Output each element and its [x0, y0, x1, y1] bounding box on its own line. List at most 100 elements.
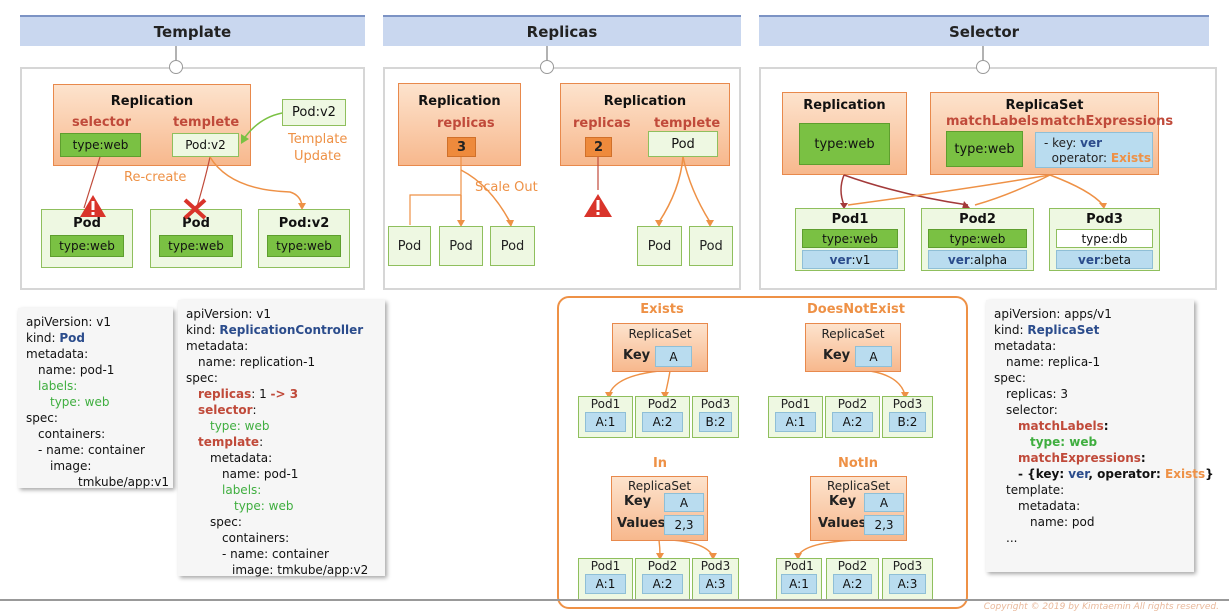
yaml-rc-line: kind: ReplicationController [186, 322, 377, 338]
template-pod-3-title: Pod:v2 [278, 216, 330, 231]
template-templete-label: templete [173, 115, 240, 130]
yaml-rs-line: template: [1006, 483, 1065, 497]
notin-pod-3-name: Pod3 [892, 559, 923, 573]
yaml-rs-line: apiVersion: apps/v1 [994, 307, 1112, 321]
notin-pod-2-value: A:2 [833, 574, 872, 594]
replicas-rc2-replicas-label: replicas [573, 116, 631, 131]
selector-matchexpressions-label: matchExpressions [1040, 114, 1174, 129]
notin-pod-3: Pod3 A:3 [882, 558, 933, 600]
header-selector: Selector [759, 15, 1209, 46]
selector-pod-3-title: Pod3 [1086, 212, 1123, 227]
yaml-rs-matchlabels: matchLabels [1018, 419, 1104, 433]
yaml-rc-note: apiVersion: v1 kind: ReplicationControll… [178, 300, 385, 577]
yaml-kind-key: kind: [186, 323, 220, 337]
yaml-rc-line: type: web [234, 499, 294, 513]
yaml-rc-replicas-val: : 1 [251, 387, 271, 401]
notin-rs-title: ReplicaSet [826, 479, 891, 493]
template-pod-2: Pod type:web [150, 209, 242, 268]
yaml-rc-line: type: web [210, 419, 270, 433]
in-rs-title: ReplicaSet [627, 479, 692, 493]
yaml-pod-line: containers: [38, 427, 106, 441]
template-recreate-label: Re-create [124, 170, 187, 185]
header-template-label: Template [153, 22, 232, 41]
yaml-rc-line: metadata: [210, 451, 273, 465]
template-pod-1-title: Pod [73, 216, 101, 231]
yaml-rc-replicas-new: -> 3 [270, 387, 299, 401]
yaml-rc-line: name: pod-1 [222, 467, 299, 481]
yaml-rc-template-key: template [198, 435, 260, 449]
selector-pod-1-ver-key: ver [829, 252, 852, 267]
in-key-label: Key [624, 494, 652, 509]
selector-replication-box: Replication type:web [782, 92, 907, 175]
yaml-pod-line: spec: [26, 411, 58, 425]
selector-pod-1-label: type:web [802, 229, 898, 248]
doesnotexist-pod-3-value: B:2 [889, 412, 926, 432]
in-pod-1-name: Pod1 [590, 559, 621, 573]
notin-pod-2-name: Pod2 [837, 559, 868, 573]
doesnotexist-pod-1-value: A:1 [775, 412, 816, 432]
yaml-pod-line: labels: [38, 379, 78, 393]
yaml-kind-value: ReplicationController [219, 323, 364, 337]
doesnotexist-rs-title: ReplicaSet [821, 327, 885, 341]
selector-rc-title: Replication [803, 98, 886, 113]
doesnotexist-pod-3: Pod3 B:2 [882, 396, 933, 438]
in-pod-3: Pod3 A:3 [692, 558, 739, 600]
yaml-rs-note: apiVersion: apps/v1 kind: ReplicaSet met… [986, 300, 1214, 572]
yaml-kind-value: Pod [59, 331, 86, 345]
replicas-connector-icon [540, 60, 554, 74]
doesnotexist-key-label: Key [823, 348, 851, 363]
selector-expr-key: ver [1080, 136, 1103, 150]
yaml-rs-line: replicas: 3 [1006, 387, 1069, 401]
selector-pod-3-ver-key: ver [1078, 252, 1100, 267]
notin-key-value: A [864, 493, 904, 512]
yaml-rs-line: - {key: ver, operator: Exists} [994, 466, 1214, 482]
warning-icon [584, 194, 612, 217]
in-values-value: 2,3 [664, 515, 704, 535]
selector-pod-2-ver-key: ver [947, 252, 970, 267]
yaml-rs-line: ... [1006, 531, 1018, 545]
yaml-rs-line: metadata: [1018, 499, 1081, 513]
yaml-rc-line: selector: [186, 402, 377, 418]
yaml-rc-line: metadata: [186, 339, 249, 353]
selector-rs-title: ReplicaSet [1005, 98, 1084, 113]
yaml-rs-line: name: pod [1030, 515, 1095, 529]
selector-pod-1-ver: ver:v1 [802, 250, 898, 269]
selector-rc-value: type:web [799, 123, 890, 165]
yaml-kind-key: kind: [994, 323, 1028, 337]
yaml-rc-line: spec: [210, 515, 242, 529]
yaml-rs-expr-c: , operator: [1088, 467, 1166, 481]
replicas-pod-5: Pod [689, 226, 733, 266]
yaml-pod-line: metadata: [26, 347, 89, 361]
in-pod-2-name: Pod2 [647, 559, 678, 573]
yaml-rc-line: labels: [222, 483, 262, 497]
selector-pod-1-title: Pod1 [831, 212, 869, 227]
selector-pod-3-ver-val: :beta [1099, 252, 1131, 267]
notin-values-label: Values [818, 516, 867, 531]
selector-expr-op-prefix: operator: [1051, 151, 1111, 165]
template-update-label-2: Update [294, 149, 342, 164]
notin-pod-1-name: Pod1 [784, 559, 814, 573]
template-update-label-1: Template [288, 132, 348, 147]
yaml-rc-line: - name: container [222, 547, 329, 561]
exists-pod-3: Pod3 B:2 [692, 396, 739, 438]
replicas-rc2-templete-value: Pod [648, 131, 718, 157]
yaml-rc-line: apiVersion: v1 [186, 307, 272, 321]
in-pod-1-value: A:1 [585, 574, 626, 594]
selector-pod-1: Pod1 type:web ver:v1 [795, 208, 905, 271]
in-values-label: Values [617, 516, 666, 531]
yaml-rs-line: name: replica-1 [1006, 355, 1101, 369]
replicas-rc1-replicas-label: replicas [437, 116, 495, 131]
selector-pod-3-label: type:db [1056, 229, 1153, 248]
selector-pod-2-label: type:web [928, 229, 1027, 248]
exists-rs-title: ReplicaSet [628, 327, 692, 341]
selector-expr-op: Exists [1110, 151, 1151, 165]
yaml-rs-matchexpressions: matchExpressions [1018, 451, 1141, 465]
yaml-rc-replicas-key: replicas [198, 387, 252, 401]
yaml-rc-selector-key: selector [198, 403, 253, 417]
exists-key-label: Key [623, 348, 651, 363]
doesnotexist-pod-2: Pod2 A:2 [825, 396, 880, 438]
in-pod-1: Pod1 A:1 [578, 558, 633, 600]
template-selector-label: selector [72, 115, 132, 130]
